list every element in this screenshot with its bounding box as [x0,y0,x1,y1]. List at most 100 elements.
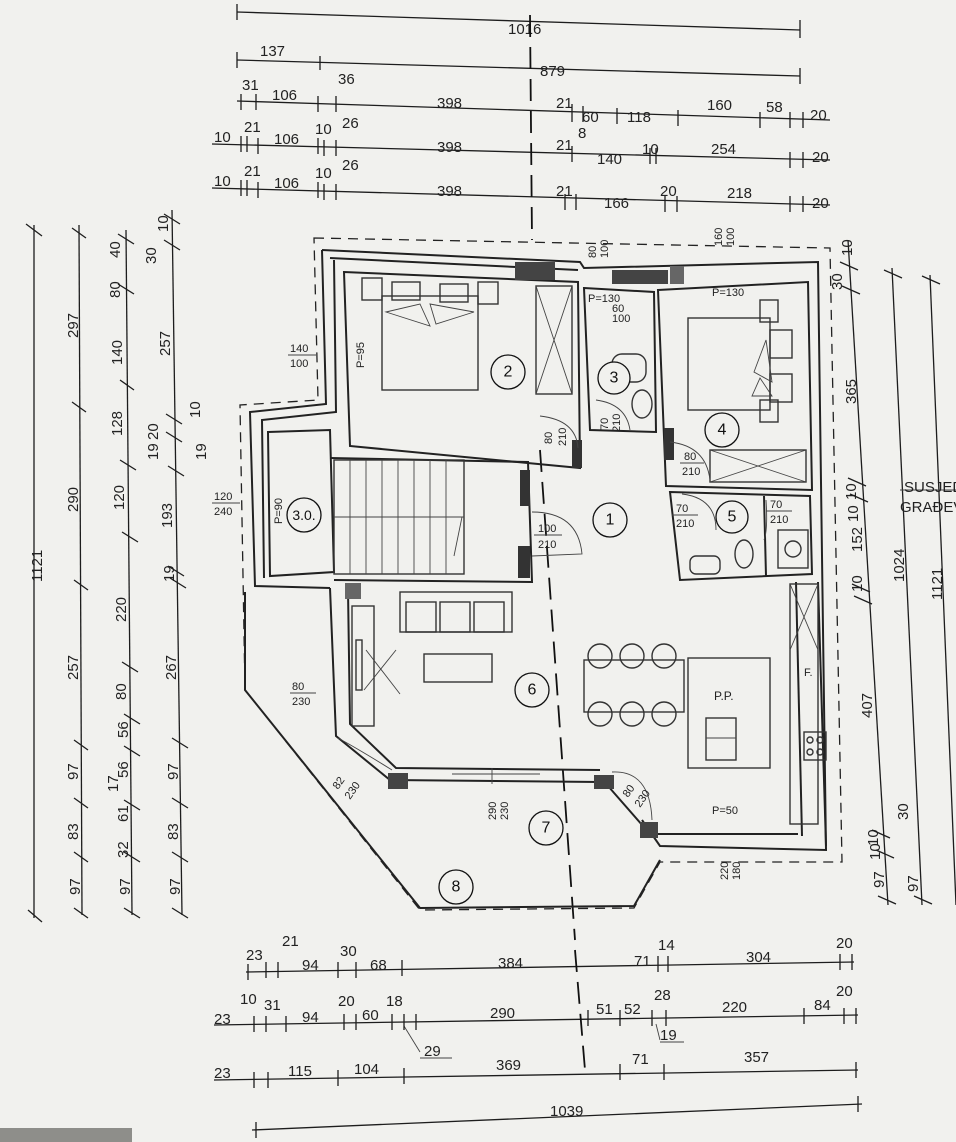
label-fridge: F. [804,667,813,679]
dim-left-col4-12: 19 [193,443,210,460]
dim-left-col3-2: 140 [109,340,126,365]
dim-bot-row2-7: 290 [490,1005,515,1022]
dim-top-row4-9: 218 [727,185,752,202]
dim-left-col4-0: 10 [155,215,172,232]
dim-left-col4-3: 20 [145,423,162,440]
dim-top-row4-0: 10 [214,173,231,190]
dim-top-row2-6: 8 [578,125,586,142]
dim-right-col1-7: 407 [859,693,876,718]
door-2-a: 80 [543,432,555,444]
dim-top-row4-1: 21 [244,163,261,180]
terrace-outline [244,592,661,910]
door-1-b: 210 [538,539,556,551]
bathroom-3-toilet [631,389,653,419]
dim-left-col2-4: 83 [65,823,82,840]
win-2-b: 100 [290,358,308,370]
dim-top-row3-0: 10 [214,129,231,146]
dim-right-col1-2: 365 [843,379,860,404]
dim-left-col2-5: 97 [67,878,84,895]
dim-top-row1-1: 879 [540,63,565,80]
dim-top-row2-7: 118 [627,109,651,126]
dim-bot-row3-0: 23 [214,1065,231,1082]
dim-top-row0-0: 1016 [508,21,541,38]
dim-left-col4-11: 10 [187,401,204,418]
dim-top-row3-5: 398 [437,139,462,156]
dim-left-col4-10: 97 [167,878,184,895]
dim-top-row3-4: 26 [342,115,359,132]
dim-top-row4-10: 20 [812,195,829,212]
door-arc-7 [611,771,653,821]
win-30-a: 120 [214,491,232,503]
door-4-a: 80 [684,451,696,463]
staircase [333,459,465,575]
door-arc-diag [337,737,393,771]
fixtures [333,277,827,825]
axis-line-top [529,14,533,241]
neighbor-label-line2: GRAĐEV [900,499,956,516]
win-bottom-b: 180 [731,862,743,880]
dim-left-col2-1: 290 [65,487,82,512]
dim-top-row2-8: 160 [707,97,732,114]
dim-left-col2-2: 257 [65,655,82,680]
door-7-a: 290 [487,802,499,820]
door-7-b: 230 [499,802,511,820]
win-6-b: 230 [292,696,310,708]
dim-left-col1-0: 1121 [29,550,46,582]
sill-50: P=50 [712,805,738,817]
dim-bot-row3-5: 357 [744,1049,769,1066]
room-labels: 2 3 3.0. 4 1 5 6 7 8 [286,354,749,905]
dim-left-col4-7: 267 [163,655,180,680]
shower-tray [777,529,809,569]
axis-line-vertical [539,449,576,941]
dim-right-col1-5: 152 [849,527,866,552]
dim-right-col3-0: 1121 [929,568,946,600]
dim-left-col4-9: 83 [165,823,182,840]
sill-90: P=90 [273,498,285,524]
dim-bot-row2-13: 20 [836,983,853,1000]
top-b: 100 [599,240,611,258]
island-sink [705,717,737,761]
door-5b-b: 210 [770,514,788,526]
dim-bot-row2-15: 19 [660,1027,677,1044]
door-arc-1 [531,511,583,557]
dim-bot-row2-2: 31 [264,997,281,1014]
dim-top-row1-0: 137 [260,43,285,60]
shower-drain-icon [784,540,802,558]
dim-left-col3-0: 40 [107,241,124,258]
room-7-circle [528,810,564,846]
dim-top-row4-2: 106 [274,175,299,192]
door-arc-5a [681,493,717,531]
room-8-label: 8 [452,879,461,896]
dim-bot-row2-8: 51 [596,1001,613,1018]
dim-right-col2-0: 1024 [891,549,908,582]
dim-bot-row2-5: 60 [362,1007,379,1024]
room-8-circle [438,869,474,905]
door-arc-5b [763,499,768,541]
dim-top-row2-5: 60 [582,109,599,126]
dim-left-col4-6: 19 [161,565,178,582]
dim-left-col3-5: 220 [113,597,130,622]
dim-right-col1-4: 10 [845,505,862,522]
double-bed-2 [361,277,499,391]
dim-top-row3-6: 21 [556,137,573,154]
door-arc-3 [595,399,631,431]
win-bottom-a: 220 [719,862,731,880]
dim-bot-row2-14: 29 [424,1043,441,1060]
door-5a-b: 210 [676,518,694,530]
dim-top-row3-9: 254 [711,141,736,158]
dim-top-row2-4: 21 [556,95,573,112]
dim-left-col3-1: 80 [107,281,124,298]
door-4-b: 210 [682,466,700,478]
door-arc-4 [669,441,711,481]
double-bed-4 [687,299,793,423]
door-2-b: 210 [557,428,569,446]
room-3-label: 3 [610,370,619,387]
room-7-label: 7 [542,820,551,837]
wardrobe-2 [535,285,573,395]
dim-right-col1-11: 10 [867,843,884,860]
dim-bot-row1-5: 384 [498,955,523,972]
dim-bot-row1-6: 71 [634,953,651,970]
dim-bot-row2-10: 28 [654,987,671,1004]
dim-left-col3-11: 97 [117,878,134,895]
